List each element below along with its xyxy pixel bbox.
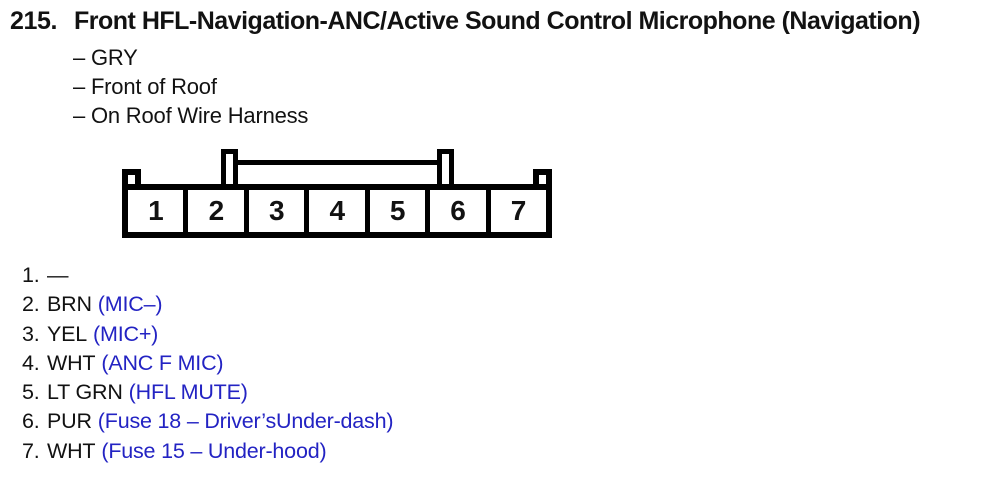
attribute-line-location: – Front of Roof [73, 74, 217, 99]
pin-row-2: 2. BRN(MIC–) [22, 290, 393, 319]
signal-label: (Fuse 18 – Driver’sUnder-dash) [97, 409, 394, 434]
attribute-list: – GRY – Front of Roof – On Roof Wire Har… [73, 43, 308, 130]
connector-latch-bridge [235, 160, 440, 165]
connector-diagram: 1 2 3 4 5 6 7 [122, 148, 552, 240]
signal-label: (Fuse 15 – Under-hood) [101, 438, 327, 463]
pin-row-1: 1. — [22, 261, 393, 290]
pin-row-number: 4. [22, 350, 40, 375]
wire-color: WHT [47, 350, 96, 375]
pin-cell-2: 2 [188, 190, 249, 232]
signal-label: (MIC+) [93, 321, 159, 346]
pin-cell-1: 1 [128, 190, 189, 232]
wire-color: BRN [47, 292, 92, 317]
connector-body: 1 2 3 4 5 6 7 [122, 184, 552, 238]
attribute-line-harness: – On Roof Wire Harness [73, 103, 309, 128]
attribute-line-color: – GRY [73, 45, 138, 70]
wire-color: LT GRN [47, 380, 123, 405]
pin-row-4: 4. WHT(ANC F MIC) [22, 349, 393, 378]
pin-row-6: 6. PUR(Fuse 18 – Driver’sUnder-dash) [22, 407, 394, 436]
pin-row-5: 5. LT GRN(HFL MUTE) [22, 378, 393, 407]
pin-row-number: 6. [22, 409, 40, 434]
pin-row-number: 3. [22, 321, 40, 346]
pin-row-number: 2. [22, 292, 40, 317]
signal-label: (HFL MUTE) [128, 380, 248, 405]
pin-row-number: 1. [22, 263, 40, 287]
pin-cell-6: 6 [430, 190, 491, 232]
connector-tab-left [221, 149, 238, 190]
connector-tab-right [437, 149, 454, 190]
wire-color: PUR [47, 409, 92, 434]
pin-row-number: 5. [22, 380, 40, 405]
pin-row-3: 3. YEL(MIC+) [22, 320, 393, 349]
signal-label: (MIC–) [97, 292, 163, 317]
wire-color: — [47, 263, 69, 287]
pin-cell-3: 3 [249, 190, 310, 232]
item-number: 215. [10, 7, 58, 35]
pin-cell-5: 5 [370, 190, 431, 232]
pin-row-number: 7. [22, 438, 40, 463]
pin-legend-list: 1.— 2.BRN(MIC–) 3.YEL(MIC+) 4.WHT(ANC F … [22, 261, 394, 466]
pin-cell-4: 4 [309, 190, 370, 232]
wire-color: YEL [47, 321, 88, 346]
pin-row-7: 7. WHT(Fuse 15 – Under-hood) [22, 437, 393, 466]
wire-color: WHT [47, 438, 96, 463]
page-title: Front HFL-Navigation-ANC/Active Sound Co… [74, 7, 921, 35]
signal-label: (ANC F MIC) [101, 350, 224, 375]
pin-cell-7: 7 [510, 195, 527, 226]
